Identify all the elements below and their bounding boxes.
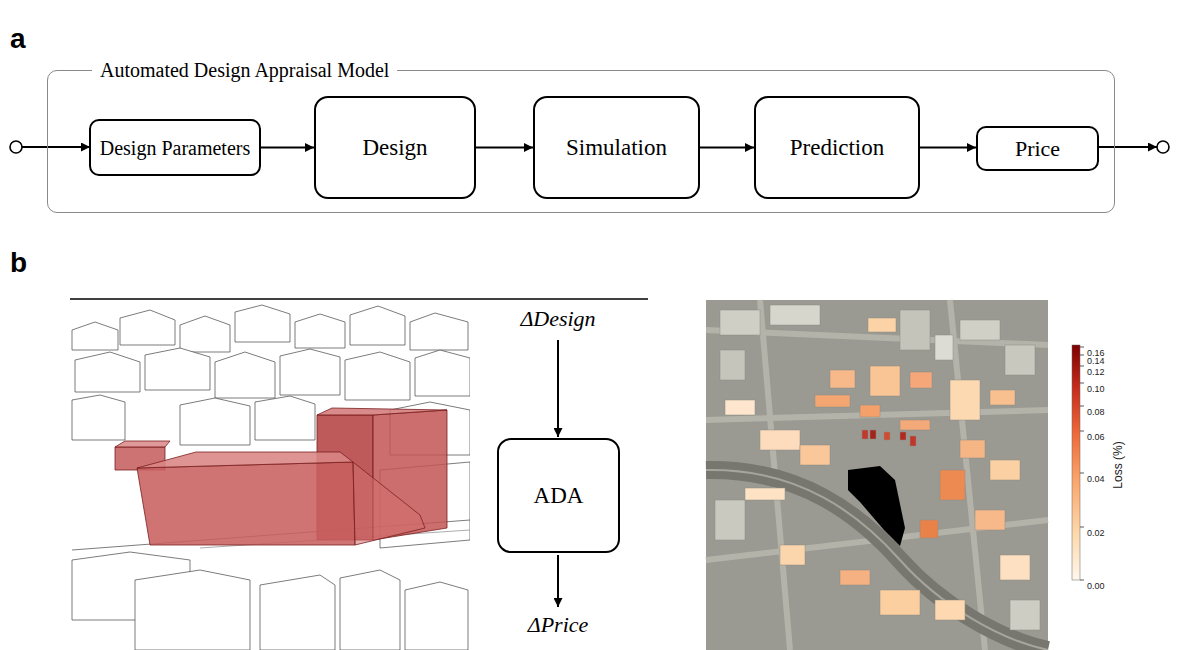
- rule: [70, 298, 648, 300]
- colorbar: [1072, 345, 1084, 580]
- label-holder: 0.14: [1087, 350, 1105, 368]
- panel-letter: a: [10, 22, 26, 56]
- box-label: Prediction: [790, 134, 885, 162]
- tick-label: 0.12: [1087, 367, 1105, 378]
- process-box: Design Parameters: [89, 119, 261, 176]
- label-holder: a: [10, 22, 26, 56]
- label-holder: 0.10: [1087, 378, 1105, 396]
- label-holder: Loss (%): [1108, 441, 1126, 488]
- label-holder: 0.00: [1087, 575, 1105, 593]
- flow-arrow: [700, 147, 754, 149]
- tick-label: 0.10: [1087, 384, 1105, 395]
- loss-map: [706, 300, 1048, 650]
- label-holder: 0.08: [1087, 401, 1105, 419]
- label-holder: ΔDesign: [520, 306, 595, 332]
- tick-label: 0.02: [1087, 528, 1105, 539]
- model-frame: Automated Design Appraisal ModelDesign P…: [47, 70, 1115, 213]
- label-holder: b: [10, 246, 27, 280]
- box-label: Design: [362, 134, 427, 162]
- tick-label: 0.14: [1087, 356, 1105, 367]
- label-holder: ΔPrice: [528, 612, 589, 638]
- output-label: ΔPrice: [528, 612, 589, 638]
- label-holder: 0.04: [1087, 468, 1105, 486]
- tick-label: 0.08: [1087, 407, 1105, 418]
- box-label: Design Parameters: [100, 136, 251, 160]
- tick-label: 0.06: [1087, 432, 1105, 443]
- box-label: Price: [1015, 136, 1060, 162]
- group-title: Automated Design Appraisal Model: [92, 58, 397, 82]
- model-box: ADA: [497, 438, 620, 553]
- flow-arrow: [557, 340, 559, 437]
- output-box: Price: [976, 126, 1099, 171]
- axis-label: Loss (%): [1111, 441, 1125, 488]
- label-holder: 0.06: [1087, 426, 1105, 444]
- flow-arrow: [476, 147, 533, 149]
- label-holder: 0.02: [1087, 522, 1105, 540]
- input-label: ΔDesign: [520, 306, 595, 332]
- flow-arrow: [557, 555, 559, 607]
- box-label: ADA: [534, 482, 584, 510]
- panel-letter: b: [10, 246, 27, 280]
- tick-label: 0.04: [1087, 474, 1105, 485]
- box-label: Simulation: [566, 134, 667, 162]
- process-box: Design: [314, 96, 476, 199]
- process-box: Simulation: [533, 96, 700, 199]
- tick-label: 0.00: [1087, 581, 1105, 592]
- label-holder: 0.12: [1087, 361, 1105, 379]
- flow-arrow: [261, 147, 314, 149]
- city-model: [72, 305, 470, 650]
- flow-arrow: [920, 147, 976, 149]
- process-box: Prediction: [754, 96, 920, 199]
